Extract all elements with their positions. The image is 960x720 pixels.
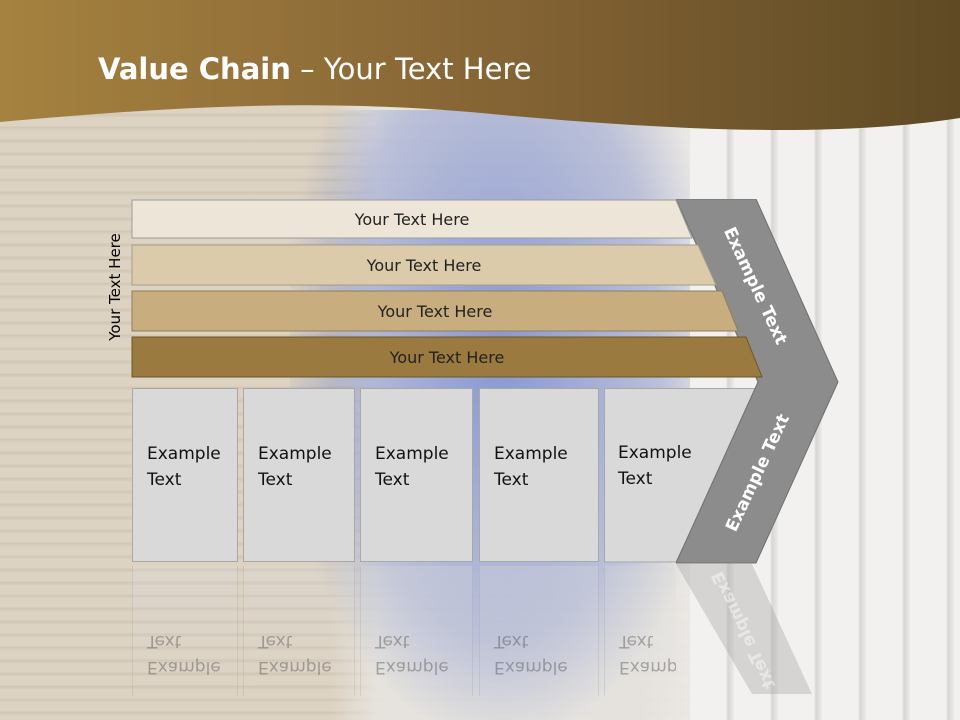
activity-box-2: Example Text [243,388,355,562]
activity-box-1-label: Example Text [147,444,221,490]
reflection-box-5-label: Example Text [619,631,676,677]
row-4-shape [131,336,763,378]
slide-title-rest: – Your Text Here [290,52,532,86]
value-chain-row-3: Your Text Here [131,290,739,332]
margin-chevron [676,199,839,564]
activity-box-4-label: Example Text [494,444,568,490]
value-chain-row-2: Your Text Here [131,244,717,286]
value-chain-row-4: Your Text Here [131,336,763,378]
activity-box-5-label: Example Text [618,443,692,489]
reflection-box-1: Example Text [132,566,238,696]
side-label: Your Text Here [106,233,124,341]
row-1-shape [131,199,693,239]
row-1-label: Your Text Here [354,209,470,229]
activity-box-3: Example Text [360,388,473,562]
activity-box-3-label: Example Text [375,444,449,490]
activity-box-2-label: Example Text [258,444,332,490]
reflection-chevron [676,564,812,694]
reflection-box-5: Example Text [604,566,676,696]
activity-box-1: Example Text [132,388,238,562]
row-2-shape [131,244,717,286]
reflection-box-3-label: Example Text [375,631,449,677]
activity-box-4: Example Text [479,388,599,562]
reflection-box-4: Example Text [479,566,599,696]
activity-box-5: Example Text [604,388,694,562]
reflection-box-2: Example Text [243,566,355,696]
reflection-box-3: Example Text [360,566,473,696]
row-2-label: Your Text Here [366,255,482,275]
title-banner [0,0,960,131]
slide-title-bold: Value Chain [98,52,291,86]
reflection-box-2-label: Example Text [258,631,332,677]
slide-title: Value Chain – Your Text Here [98,52,532,86]
row-3-shape [131,290,739,332]
row-3-label: Your Text Here [377,301,493,321]
reflection-box-1-label: Example Text [147,631,221,677]
row-4-label: Your Text Here [389,347,505,367]
reflection-box-4-label: Example Text [494,631,568,677]
value-chain-row-1: Your Text Here [131,199,693,239]
